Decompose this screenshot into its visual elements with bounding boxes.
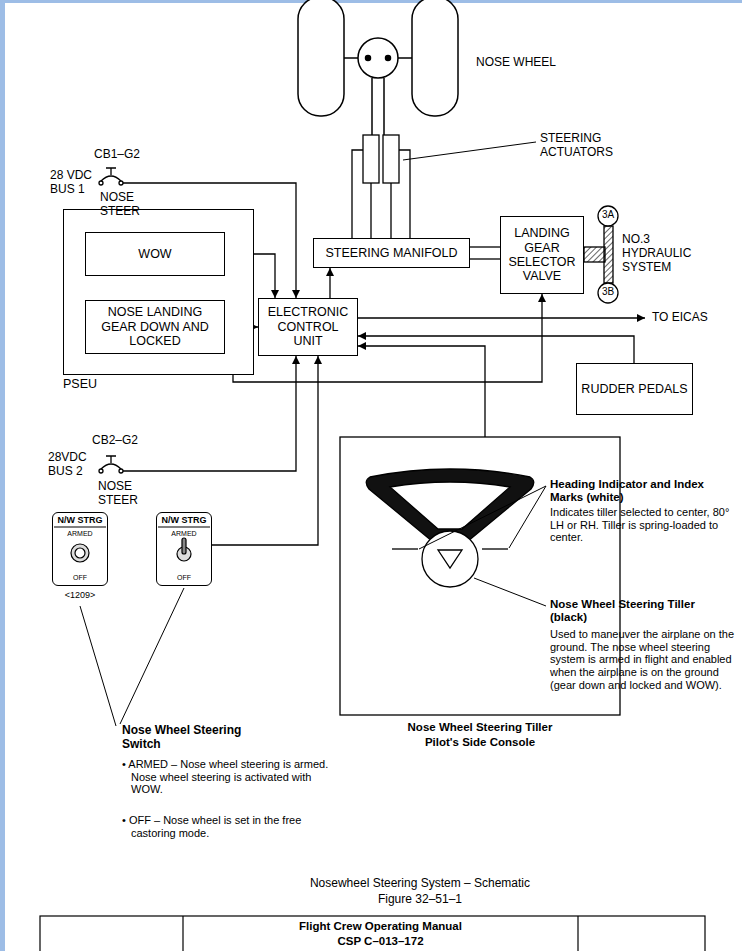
valve-box: LANDING GEAR SELECTOR VALVE xyxy=(500,216,584,294)
connector-line xyxy=(212,356,318,545)
text-group: WOW xyxy=(86,247,224,261)
switch-panel: N/W STRG ARMED OFF xyxy=(156,512,212,586)
unit-box: PSEUWOWNOSE LANDING GEAR DOWN AND LOCKED xyxy=(63,209,254,375)
leader-line xyxy=(80,486,546,726)
text-group: LANDING GEAR SELECTOR VALVE xyxy=(501,226,583,284)
connector xyxy=(358,346,485,437)
callout-text: Indicates tiller selected to center, 80°… xyxy=(550,506,735,544)
signal-label: TO EICAS xyxy=(652,311,732,325)
breaker-label: NOSE STEER xyxy=(100,191,146,219)
switch-panel-text: ARMED xyxy=(157,530,211,537)
sensor-box: WOW xyxy=(85,232,225,276)
connector xyxy=(470,247,500,259)
control-unit-box: ELECTRONIC CONTROL UNIT xyxy=(258,298,358,356)
unit-box-text: PSEU xyxy=(63,377,97,391)
callout-heading: Heading Indicator and Index Marks (white… xyxy=(550,478,735,504)
connector-line xyxy=(329,268,330,298)
steering-tiller xyxy=(366,469,534,587)
control-unit-box-text: ELECTRONIC CONTROL UNIT xyxy=(263,305,353,348)
callout-heading: Nose Wheel Steering Tiller (black) xyxy=(550,598,732,624)
connector xyxy=(330,268,331,298)
connector-line xyxy=(358,346,485,437)
figure-number: Figure 32–51–1 xyxy=(270,893,570,907)
switch-panel-text: N/W STRG xyxy=(53,515,107,525)
port-label: 3B xyxy=(598,286,618,298)
connector xyxy=(212,356,318,545)
part-label: NOSE WHEEL xyxy=(476,56,556,70)
switch-panel-text: ARMED xyxy=(53,530,107,537)
figure-caption: Nosewheel Steering System – Schematic xyxy=(220,877,620,891)
tiller-console-text: Nose Wheel Steering Tiller xyxy=(340,721,620,733)
footer-text: CSP C–013–172 xyxy=(183,935,578,948)
text-group: RUDDER PEDALS xyxy=(577,382,692,396)
system-label: NO.3 HYDRAULIC SYSTEM xyxy=(622,233,707,274)
footer-table xyxy=(40,916,705,951)
effectivity-note: <1209> xyxy=(58,590,102,600)
connector-line xyxy=(358,336,634,363)
part-label: STEERING ACTUATORS xyxy=(540,132,630,160)
callout-bullet: • OFF – Nose wheel is set in the free ca… xyxy=(122,814,336,839)
port-label: 3A xyxy=(598,209,618,221)
bus-label: 28VDC BUS 2 xyxy=(48,451,94,479)
callout-heading: Nose Wheel Steering Switch xyxy=(122,724,282,752)
sensor-box-text: WOW xyxy=(90,247,220,261)
hydraulic-supply xyxy=(584,206,618,303)
nose-wheel xyxy=(298,0,458,135)
text-group: NOSE LANDING GEAR DOWN AND LOCKED xyxy=(86,305,224,348)
process-box: STEERING MANIFOLD xyxy=(313,238,470,268)
breaker-label: NOSE STEER xyxy=(98,480,144,508)
breaker-label: CB1–G2 xyxy=(94,148,154,162)
sensor-box: NOSE LANDING GEAR DOWN AND LOCKED xyxy=(85,300,225,354)
steering-actuators xyxy=(352,135,410,238)
footer-text: Flight Crew Operating Manual xyxy=(183,920,578,933)
connector-line xyxy=(470,258,500,259)
switch-panel-text: N/W STRG xyxy=(157,515,211,525)
sensor-box-text: NOSE LANDING GEAR DOWN AND LOCKED xyxy=(90,305,220,348)
leader-line xyxy=(403,142,536,160)
wire xyxy=(358,317,645,318)
switch-panel-text: OFF xyxy=(53,574,107,581)
connector-line xyxy=(470,246,500,247)
switch-panel-text: OFF xyxy=(157,574,211,581)
input-box: RUDDER PEDALS xyxy=(576,363,693,415)
callout-bullet: • ARMED – Nose wheel steering is armed. … xyxy=(122,758,336,796)
process-box-text: STEERING MANIFOLD xyxy=(318,246,465,260)
connector-line xyxy=(225,294,542,382)
bus-label: 28 VDC BUS 1 xyxy=(50,169,97,197)
breaker-label: CB2–G2 xyxy=(92,434,152,448)
connector xyxy=(225,294,542,382)
switch-panel: N/W STRG ARMED OFF xyxy=(52,512,108,586)
text-group: ELECTRONIC CONTROL UNIT xyxy=(259,305,357,348)
text-group: STEERING MANIFOLD xyxy=(314,246,469,260)
tiller-console-text: Pilot's Side Console xyxy=(340,736,620,748)
frame-edge xyxy=(0,0,5,951)
connector xyxy=(358,336,634,363)
input-box-text: RUDDER PEDALS xyxy=(581,382,688,396)
switch-symbol xyxy=(54,527,210,562)
callout-text: Used to maneuver the airplane on the gro… xyxy=(550,628,735,691)
valve-box-text: LANDING GEAR SELECTOR VALVE xyxy=(505,226,579,284)
frame-edge xyxy=(0,0,742,3)
